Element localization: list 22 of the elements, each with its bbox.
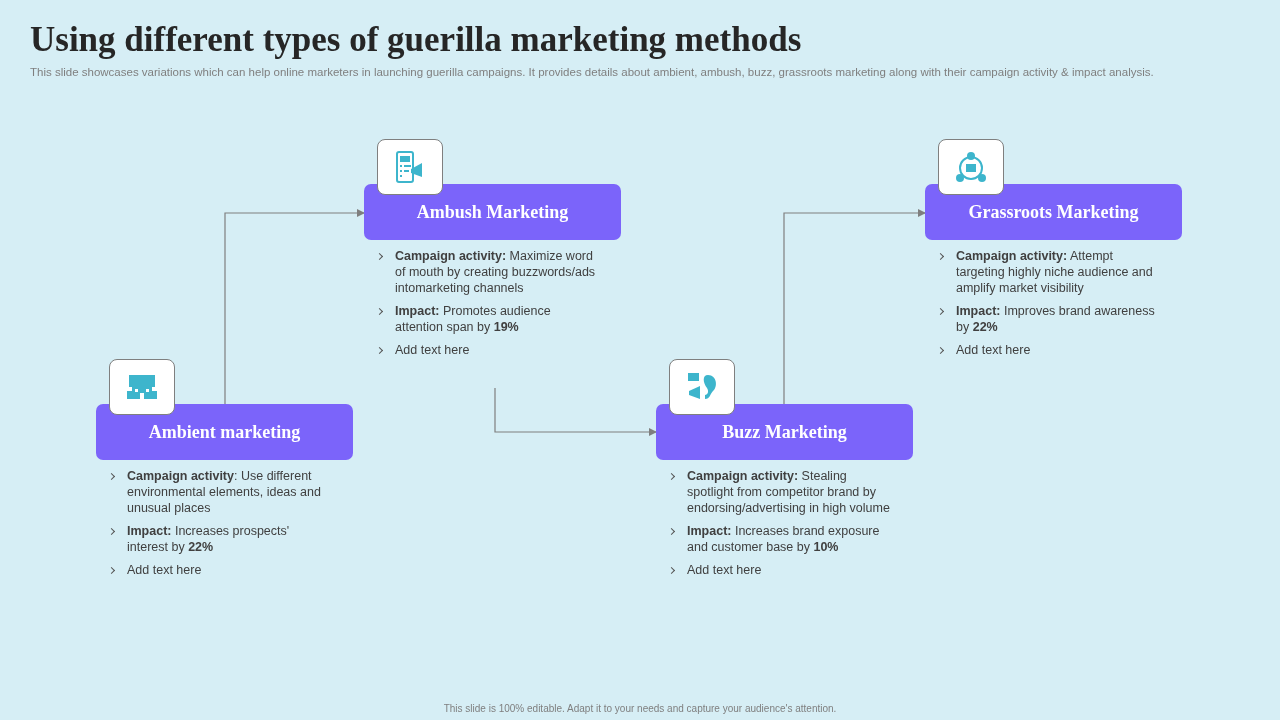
heading-box: Ambient marketing <box>96 404 353 460</box>
bullet-text: Add text here <box>127 562 203 578</box>
bullet-text: Add text here <box>956 342 1032 358</box>
bullet-text: Campaign activity: Attempt targeting highly niche audience and amplify market visibility <box>956 248 1154 296</box>
heading-box: Grassroots Marketing <box>925 184 1182 240</box>
bullet-text: Add text here <box>395 342 471 358</box>
bullet-text: Impact: Increases brand exposure and customer base by 10% <box>687 523 881 555</box>
footer-note: This slide is 100% editable. Adapt it to your needs and capture your audience's attention. <box>442 703 838 714</box>
arrow <box>783 209 926 405</box>
bullet-text: Impact: Increases prospects' interest by 22% <box>127 523 291 555</box>
bullet-text: Campaign activity: Maximize word of mouth by creating buzzwords/ads intomarketing channels <box>395 248 597 296</box>
arrow <box>224 209 365 405</box>
bullet-text: Add text here <box>687 562 763 578</box>
slide-title: Using different types of guerilla marketing methods <box>30 20 802 60</box>
bullet-text: Campaign activity: Use different environmental elements, ideas and unusual places <box>127 468 322 516</box>
heading-box: Ambush Marketing <box>364 184 621 240</box>
bullet-text: Campaign activity: Stealing spotlight from competitor brand by endorsing/advertising in high volume <box>687 468 891 516</box>
subtitle-text: This slide showcases variations which can help online marketers in launching guerilla campaigns. It provides details about ambient, ambush, buzz, grassroots marketing along with their campaign activity & impact analysis. <box>30 66 1154 78</box>
heading-box: Buzz Marketing <box>656 404 913 460</box>
bullet-text: Impact: Promotes audience attention span by 19% <box>395 303 552 335</box>
arrow <box>494 387 657 436</box>
bullet-text: Impact: Improves brand awareness by 22% <box>956 303 1156 335</box>
